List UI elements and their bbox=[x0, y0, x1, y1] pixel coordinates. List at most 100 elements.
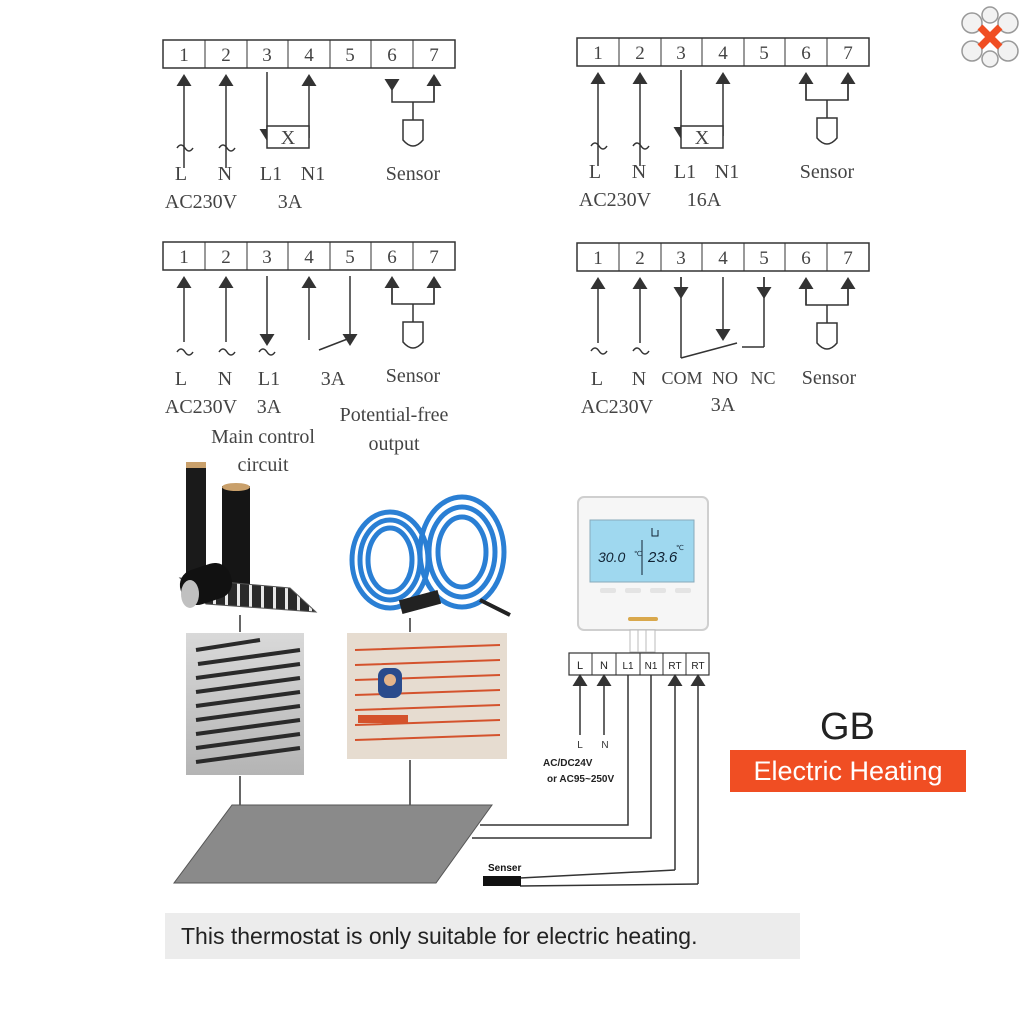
load-symbol: X bbox=[695, 127, 710, 149]
terminal-label: 6 bbox=[387, 247, 397, 268]
terminal-rt-2: RT bbox=[691, 661, 704, 672]
terminal-label: 5 bbox=[345, 247, 355, 268]
terminal-label: 6 bbox=[387, 45, 397, 66]
terminal-label: 1 bbox=[593, 248, 603, 269]
terminal-label: 7 bbox=[843, 43, 853, 64]
button-mode[interactable] bbox=[625, 588, 641, 593]
label-nc: NC bbox=[750, 368, 775, 388]
floor-slab bbox=[173, 804, 493, 884]
terminal-strip: 1 2 3 4 5 6 7 bbox=[576, 37, 870, 67]
button-power[interactable] bbox=[600, 588, 616, 593]
power-spec-2: or AC95~250V bbox=[547, 774, 614, 785]
label-no: NO bbox=[712, 368, 738, 388]
label-sensor: Sensor bbox=[800, 161, 855, 183]
film-floor-photo bbox=[186, 633, 304, 775]
display-unit-room: ℃ bbox=[676, 545, 684, 552]
display-set-temp: 30.0 bbox=[598, 549, 625, 565]
supply-label: AC230V bbox=[165, 191, 238, 213]
heating-cable-coils bbox=[349, 494, 511, 617]
label-n1: N1 bbox=[715, 161, 739, 183]
rating-label: 3A bbox=[278, 191, 303, 213]
terminal-label: 6 bbox=[801, 248, 811, 269]
label-l: L bbox=[591, 368, 603, 390]
wiring-diagram-4: 1 2 3 4 5 6 7 L N COM NO bbox=[576, 242, 870, 418]
wiring-diagram-3: 1 2 3 4 5 6 7 L N L1 3A Sensor AC2 bbox=[162, 241, 456, 476]
load-symbol: X bbox=[281, 127, 296, 149]
label-3a: 3A bbox=[321, 368, 346, 390]
terminal-label: 1 bbox=[593, 43, 603, 64]
wires bbox=[176, 276, 442, 356]
thermostat-device: 30.0 ℃ 23.6 ℃ bbox=[577, 496, 709, 653]
terminal-n: N bbox=[600, 660, 608, 672]
wiring-diagram-1: 1 2 3 4 5 6 7 X L N L1 N1 Sensor AC23 bbox=[162, 39, 456, 213]
terminal-label: 1 bbox=[179, 247, 189, 268]
badge-electric-heating: Electric Heating bbox=[730, 750, 966, 792]
badge-code: GB bbox=[820, 706, 875, 748]
terminal-l1: L1 bbox=[622, 661, 634, 672]
label-sensor: Sensor bbox=[386, 365, 441, 387]
terminal-label: 7 bbox=[843, 248, 853, 269]
terminal-label: 5 bbox=[759, 248, 769, 269]
rating-label: 3A bbox=[257, 396, 282, 418]
footer-note: This thermostat is only suitable for ele… bbox=[165, 913, 800, 959]
wires bbox=[590, 70, 856, 166]
button-down[interactable] bbox=[675, 588, 691, 593]
terminal-label: 3 bbox=[262, 247, 272, 268]
label-l1: L1 bbox=[674, 161, 696, 183]
terminal-label: 1 bbox=[179, 45, 189, 66]
label-l: L bbox=[589, 161, 601, 183]
label-com: COM bbox=[661, 368, 702, 388]
label-sensor: Sensor bbox=[386, 163, 441, 185]
caption-potential-free: Potential-free bbox=[340, 404, 449, 426]
display-unit-set: ℃ bbox=[634, 551, 642, 558]
terminal-label: 4 bbox=[718, 43, 728, 64]
label-sensor: Sensor bbox=[802, 367, 857, 389]
caption-main-control: Main control bbox=[211, 426, 315, 448]
rating-label: 16A bbox=[687, 189, 722, 211]
terminal-label: 2 bbox=[635, 248, 645, 269]
caption-circuit: circuit bbox=[237, 454, 289, 476]
wiring-diagram-2: 1 2 3 4 5 6 7 X L N L1 N1 Sensor AC230V bbox=[576, 37, 870, 211]
terminal-strip: 1 2 3 4 5 6 7 bbox=[576, 242, 870, 272]
terminal-label: 6 bbox=[801, 43, 811, 64]
brand-logo bbox=[961, 6, 1019, 68]
cable-floor-photo bbox=[347, 633, 507, 759]
terminal-strip: 1 2 3 4 5 6 7 bbox=[162, 241, 456, 271]
supply-label: AC230V bbox=[579, 189, 652, 211]
terminal-l: L bbox=[577, 660, 583, 672]
terminal-label: 4 bbox=[718, 248, 728, 269]
terminal-label: 3 bbox=[676, 248, 686, 269]
supply-label: AC230V bbox=[581, 396, 654, 418]
supply-label: AC230V bbox=[165, 396, 238, 418]
terminal-label: 5 bbox=[345, 45, 355, 66]
label-n: N bbox=[218, 368, 232, 390]
terminal-label: 2 bbox=[635, 43, 645, 64]
label-l: L bbox=[175, 163, 187, 185]
terminal-label: 3 bbox=[676, 43, 686, 64]
thermostat-wires bbox=[472, 674, 706, 887]
label-n: N bbox=[632, 161, 646, 183]
terminal-n1: N1 bbox=[645, 661, 658, 672]
terminal-label: 3 bbox=[262, 45, 272, 66]
wire-label-n: N bbox=[601, 740, 608, 751]
terminal-label: 4 bbox=[304, 45, 314, 66]
wires bbox=[176, 72, 442, 168]
button-up[interactable] bbox=[650, 588, 666, 593]
label-l1: L1 bbox=[260, 163, 282, 185]
floor-sensor: Senser bbox=[483, 863, 521, 886]
heating-film-rolls bbox=[178, 462, 318, 613]
power-spec-1: AC/DC24V bbox=[543, 758, 593, 769]
terminal-label: 2 bbox=[221, 45, 231, 66]
terminal-strip: 1 2 3 4 5 6 7 bbox=[162, 39, 456, 69]
thermostat-terminal-strip: L N L1 N1 RT RT bbox=[568, 652, 710, 676]
wire-label-l: L bbox=[577, 740, 583, 751]
wires bbox=[590, 277, 856, 359]
terminal-label: 7 bbox=[429, 247, 439, 268]
label-l1: L1 bbox=[258, 368, 280, 390]
display-room-temp: 23.6 bbox=[647, 549, 678, 566]
sensor-label: Senser bbox=[488, 863, 521, 874]
terminal-label: 4 bbox=[304, 247, 314, 268]
terminal-rt-1: RT bbox=[668, 661, 681, 672]
rating-label: 3A bbox=[711, 394, 736, 416]
label-n1: N1 bbox=[301, 163, 325, 185]
